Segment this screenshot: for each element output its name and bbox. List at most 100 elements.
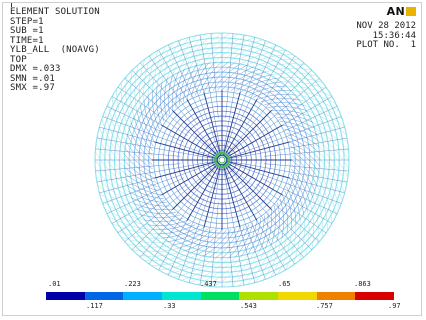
mesh-diagonal [164, 216, 173, 218]
mesh-diagonal [164, 86, 166, 95]
mesh-diagonal [271, 102, 280, 104]
mesh-diagonal [287, 102, 296, 104]
mesh-diagonal [318, 179, 323, 188]
mesh-diagonal [304, 187, 308, 196]
mesh-diagonal [229, 263, 236, 270]
mesh-diagonal [175, 269, 185, 273]
mesh-diagonal [125, 76, 127, 87]
mesh-spoke [106, 177, 185, 214]
mesh-diagonal [285, 247, 290, 257]
mesh-spoke [95, 163, 181, 172]
mesh-inner-spoke [225, 161, 283, 196]
mesh-diagonal [189, 278, 199, 283]
mesh-diagonal [305, 182, 310, 190]
mesh-diagonal [308, 165, 315, 173]
mesh-diagonal [197, 63, 203, 71]
mesh-diagonal [291, 98, 301, 101]
info-sub: SUB =1 [10, 26, 44, 36]
mesh-diagonal [100, 151, 107, 161]
mesh-diagonal [282, 256, 287, 266]
axis-tick-mark [11, 3, 12, 7]
mesh-spoke [106, 106, 185, 143]
mesh-diagonal [291, 90, 301, 92]
mesh-diagonal [262, 235, 266, 244]
mesh-diagonal [309, 130, 318, 135]
mesh-diagonal [199, 239, 207, 245]
mesh-diagonal [168, 82, 171, 92]
mesh-diagonal [267, 98, 276, 101]
mesh-diagonal [116, 220, 126, 225]
mesh-diagonal [206, 275, 215, 281]
mesh-spoke [225, 164, 304, 258]
mesh-diagonal [136, 110, 140, 120]
mesh-diagonal [304, 96, 314, 100]
info-smx: SMX =.97 [10, 83, 55, 93]
mesh-diagonal [322, 132, 330, 139]
mesh-diagonal [271, 73, 280, 75]
mesh-diagonal [298, 211, 301, 220]
mesh-spoke [239, 197, 276, 276]
mesh-diagonal [289, 251, 293, 261]
mesh-diagonal [139, 105, 142, 114]
mesh-diagonal [199, 39, 207, 47]
mesh-diagonal [226, 229, 232, 236]
mesh-diagonal [277, 117, 285, 119]
mesh-diagonal [283, 106, 292, 108]
mesh-diagonal [109, 113, 113, 123]
mesh-diagonal [298, 186, 303, 194]
mesh-diagonal [307, 236, 310, 246]
mesh-diagonal [325, 108, 335, 114]
mesh-spoke [227, 116, 342, 159]
mesh-diagonal [139, 223, 149, 226]
mesh-diagonal [314, 159, 321, 167]
mesh-diagonal [130, 80, 132, 90]
mesh-diagonal [311, 183, 316, 192]
mesh-diagonal [312, 107, 321, 112]
brand-text: AN [386, 5, 405, 18]
legend-label-bottom: .97 [388, 302, 401, 310]
mesh-diagonal [244, 89, 252, 95]
mesh-spoke [239, 44, 276, 123]
mesh-diagonal [333, 189, 338, 200]
mesh-diagonal [295, 94, 305, 97]
mesh-inner-spoke [186, 99, 221, 157]
mesh-diagonal [135, 165, 142, 171]
mesh-diagonal [177, 45, 184, 54]
mesh-diagonal [244, 236, 249, 245]
mesh-diagonal [312, 141, 320, 148]
mesh-diagonal [233, 68, 241, 74]
mesh-diagonal [158, 117, 162, 126]
mesh-diagonal [232, 233, 237, 241]
mesh-diagonal [296, 169, 302, 176]
plot-time: 15:36:44 [372, 30, 416, 41]
mesh-diagonal [155, 246, 165, 248]
mesh-diagonal [325, 211, 328, 221]
mesh-diagonal [257, 225, 261, 233]
mesh-diagonal [318, 85, 328, 90]
mesh-diagonal [311, 239, 314, 250]
mesh-diagonal [308, 101, 318, 106]
mesh-diagonal [180, 240, 189, 244]
mesh-diagonal [215, 258, 223, 265]
mesh-diagonal [302, 113, 311, 117]
mesh-diagonal [288, 238, 291, 248]
mesh-diagonal [253, 39, 263, 44]
mesh-diagonal [107, 144, 113, 153]
legend-label-top: .437 [200, 280, 217, 288]
mesh-diagonal [164, 102, 166, 111]
mesh-diagonal [318, 119, 327, 125]
legend-label-bottom: .543 [240, 302, 257, 310]
mesh-diagonal [276, 233, 279, 242]
mesh-diagonal [190, 273, 200, 278]
mesh-diagonal [297, 159, 304, 166]
mesh-diagonal [111, 223, 122, 228]
mesh-diagonal [303, 105, 313, 109]
mesh-diagonal [221, 246, 228, 253]
mesh-diagonal [146, 154, 153, 161]
mesh-diagonal [325, 124, 334, 131]
mesh-diagonal [236, 267, 244, 275]
mesh-diagonal [135, 102, 137, 111]
mesh-diagonal [282, 54, 293, 56]
mesh-diagonal [200, 45, 208, 53]
